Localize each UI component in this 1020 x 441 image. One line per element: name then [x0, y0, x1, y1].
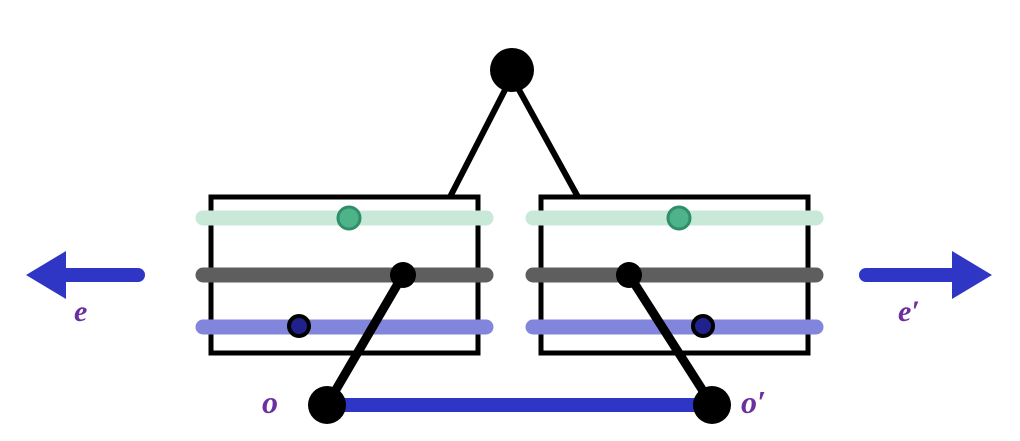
- right-frame-box: [525, 194, 824, 356]
- left-event-dot-navy[interactable]: [287, 314, 311, 338]
- label-frame-e: e: [74, 295, 88, 328]
- right-event-dot-green[interactable]: [666, 205, 692, 231]
- label-origin-o-prime: o′: [741, 384, 766, 420]
- apex-edge-right: [515, 86, 581, 199]
- arrow-left: [26, 251, 145, 299]
- left-event-dot-green[interactable]: [336, 205, 362, 231]
- right-event-dot-black[interactable]: [616, 262, 642, 288]
- left-event-dot-black[interactable]: [390, 262, 416, 288]
- right-event-dots: [616, 205, 715, 338]
- apex-edge-left: [447, 86, 509, 199]
- arrow-right: [859, 251, 992, 299]
- arrow-right-head: [952, 251, 992, 299]
- arrow-left-head: [26, 251, 66, 299]
- worldline-right: [624, 270, 717, 410]
- worldline-left: [322, 270, 408, 410]
- label-origin-o: o: [262, 384, 278, 420]
- left-event-dots: [287, 205, 416, 338]
- origin-node-left[interactable]: [308, 386, 346, 424]
- apex-edges: [447, 86, 581, 199]
- label-frame-e-prime: e′: [898, 295, 920, 328]
- apex-node[interactable]: [490, 48, 534, 92]
- origin-node-right[interactable]: [693, 386, 731, 424]
- right-event-dot-navy[interactable]: [691, 314, 715, 338]
